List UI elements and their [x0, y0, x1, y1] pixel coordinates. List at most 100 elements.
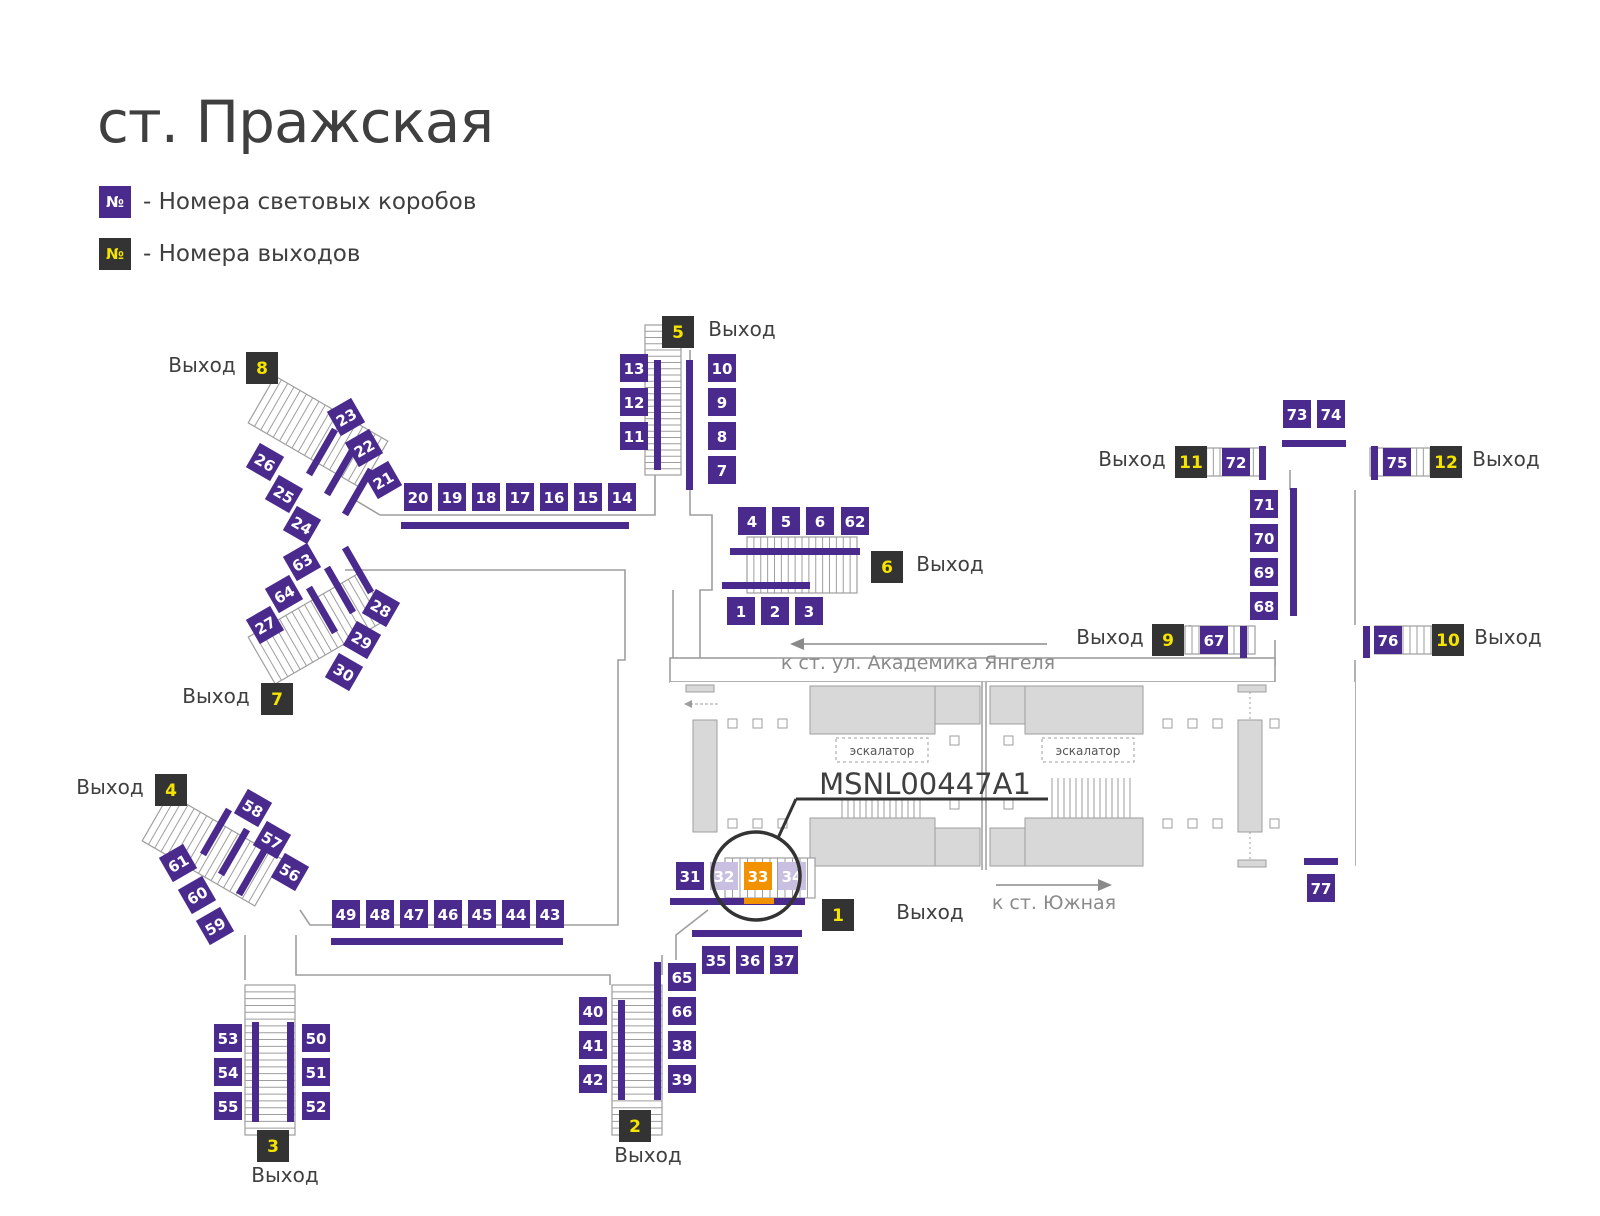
lightbox-6[interactable]: 6 [806, 507, 834, 535]
lightbox-11[interactable]: 11 [620, 422, 648, 450]
lightbox-23[interactable]: 23 [326, 397, 366, 437]
lightbox-67[interactable]: 67 [1200, 626, 1228, 654]
lightbox-43[interactable]: 43 [536, 900, 564, 928]
lightbox-52[interactable]: 52 [302, 1092, 330, 1120]
lightbox-76[interactable]: 76 [1374, 626, 1402, 654]
lightbox-73[interactable]: 73 [1283, 400, 1311, 428]
exit-number: 3 [267, 1137, 279, 1157]
lightbox-68[interactable]: 68 [1250, 592, 1278, 620]
lightbox-77[interactable]: 77 [1307, 874, 1335, 902]
lightbox-34[interactable]: 34 [778, 862, 806, 890]
lightbox-1[interactable]: 1 [727, 597, 755, 625]
exit-label: Выход [168, 353, 235, 377]
lightbox-30[interactable]: 30 [324, 652, 364, 692]
lightbox-26[interactable]: 26 [245, 442, 285, 482]
lightbox-57[interactable]: 57 [252, 820, 292, 860]
lightbox-17[interactable]: 17 [506, 483, 534, 511]
lightbox-53[interactable]: 53 [214, 1024, 242, 1052]
lightbox-72[interactable]: 72 [1222, 448, 1250, 476]
lightbox-4[interactable]: 4 [738, 507, 766, 535]
lightbox-40[interactable]: 40 [579, 997, 607, 1025]
lightbox-37[interactable]: 37 [770, 946, 798, 974]
lightbox-74[interactable]: 74 [1317, 400, 1345, 428]
lightbox-number: 31 [680, 868, 701, 886]
lightbox-19[interactable]: 19 [438, 483, 466, 511]
lightbox-28[interactable]: 28 [361, 588, 401, 628]
lightbox-number: 68 [1254, 598, 1275, 616]
lightbox-49[interactable]: 49 [332, 900, 360, 928]
lightbox-58[interactable]: 58 [233, 788, 273, 828]
lightbox-22[interactable]: 22 [344, 428, 384, 468]
lightbox-56[interactable]: 56 [270, 852, 310, 892]
lightbox-15[interactable]: 15 [574, 483, 602, 511]
lightbox-38[interactable]: 38 [668, 1031, 696, 1059]
lightbox-27[interactable]: 27 [245, 605, 285, 645]
lightbox-62[interactable]: 62 [841, 507, 869, 535]
lightbox-14[interactable]: 14 [608, 483, 636, 511]
lightbox-50[interactable]: 50 [302, 1024, 330, 1052]
exit-marker [662, 316, 694, 348]
lightbox-24[interactable]: 24 [282, 505, 322, 545]
lightbox-44[interactable]: 44 [502, 900, 530, 928]
lightbox-71[interactable]: 71 [1250, 490, 1278, 518]
lightbox-5[interactable]: 5 [772, 507, 800, 535]
lightbox-69[interactable]: 69 [1250, 558, 1278, 586]
lightbox-20[interactable]: 20 [404, 483, 432, 511]
lightbox-21[interactable]: 21 [363, 460, 403, 500]
lightbox-3[interactable]: 3 [795, 597, 823, 625]
lightbox-64[interactable]: 64 [264, 574, 304, 614]
exit-label: Выход [1076, 625, 1143, 649]
lightbox-7[interactable]: 7 [708, 456, 736, 484]
lightbox-number: 51 [306, 1064, 327, 1082]
lightbox-46[interactable]: 46 [434, 900, 462, 928]
lightbox-18[interactable]: 18 [472, 483, 500, 511]
lightbox-65[interactable]: 65 [668, 963, 696, 991]
lightbox-63[interactable]: 63 [282, 542, 322, 582]
lightbox-bar [341, 545, 375, 595]
lightbox-bar [1363, 626, 1370, 658]
lightbox-48[interactable]: 48 [366, 900, 394, 928]
lightbox-54[interactable]: 54 [214, 1058, 242, 1086]
lightbox-bar [331, 938, 563, 945]
lightbox-59[interactable]: 59 [195, 906, 235, 946]
lightbox-70[interactable]: 70 [1250, 524, 1278, 552]
lightbox-39[interactable]: 39 [668, 1065, 696, 1093]
lightbox-41[interactable]: 41 [579, 1031, 607, 1059]
lightbox-16[interactable]: 16 [540, 483, 568, 511]
lightbox-47[interactable]: 47 [400, 900, 428, 928]
lightbox-60[interactable]: 60 [177, 875, 217, 915]
lightbox-8[interactable]: 8 [708, 422, 736, 450]
lightbox-42[interactable]: 42 [579, 1065, 607, 1093]
lightbox-2[interactable]: 2 [761, 597, 789, 625]
lightbox-51[interactable]: 51 [302, 1058, 330, 1086]
lightbox-9[interactable]: 9 [708, 388, 736, 416]
lightbox-45[interactable]: 45 [468, 900, 496, 928]
exit-label: Выход [1098, 447, 1165, 471]
lightbox-10[interactable]: 10 [708, 354, 736, 382]
lightbox-36[interactable]: 36 [736, 946, 764, 974]
lightbox-29[interactable]: 29 [342, 620, 382, 660]
lightbox-33[interactable]: 33 [744, 862, 772, 890]
lightbox-31[interactable]: 31 [676, 862, 704, 890]
lightbox-13[interactable]: 13 [620, 354, 648, 382]
lightbox-number: 19 [442, 489, 463, 507]
lightbox-75[interactable]: 75 [1383, 448, 1411, 476]
lightbox-55[interactable]: 55 [214, 1092, 242, 1120]
lightbox-61[interactable]: 61 [158, 843, 198, 883]
lightbox-66[interactable]: 66 [668, 997, 696, 1025]
lightbox-25[interactable]: 25 [264, 474, 304, 514]
lightbox-35[interactable]: 35 [702, 946, 730, 974]
lightbox-12[interactable]: 12 [620, 388, 648, 416]
